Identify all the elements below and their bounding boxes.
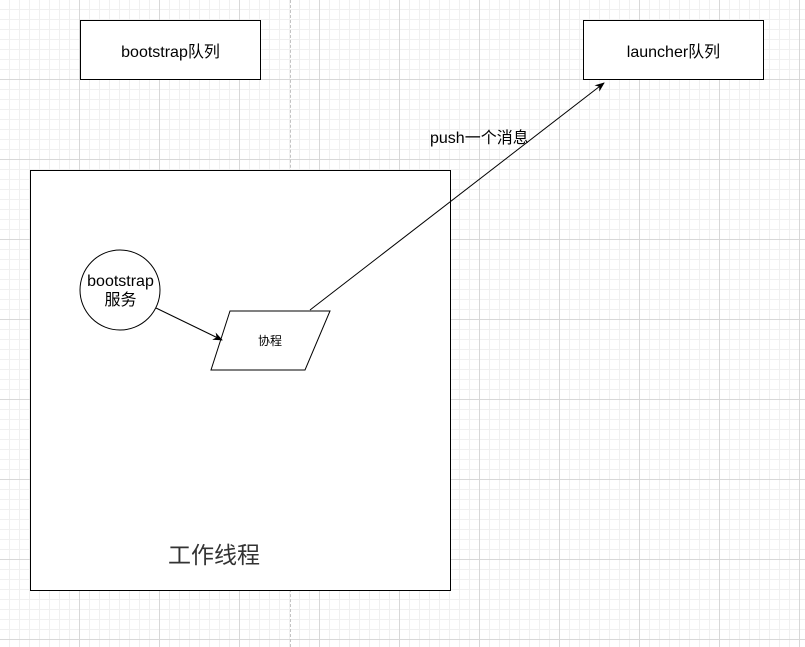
coroutine-label: 协程 — [257, 334, 282, 348]
service-label-line2: 服务 — [104, 291, 137, 309]
push-message-label: push一个消息 — [430, 130, 529, 147]
coroutine-to-launcher-arrow[interactable] — [309, 82, 605, 311]
worker-thread-label: 工作线程 — [168, 542, 260, 568]
bootstrap-service-label: bootstrap 服务 — [80, 250, 161, 331]
service-to-coroutine-arrow[interactable] — [155, 307, 223, 341]
worker-thread-box[interactable] — [30, 170, 451, 591]
coroutine-parallelogram[interactable] — [210, 310, 331, 371]
launcher-queue-label: launcher队列 — [626, 44, 721, 61]
coroutine-label-wrap: 协程 — [220, 311, 320, 370]
bootstrap-queue-box[interactable]: bootstrap队列 — [80, 20, 261, 80]
bootstrap-queue-label: bootstrap队列 — [121, 44, 220, 61]
service-label-line1: bootstrap — [87, 272, 154, 290]
bootstrap-service-circle[interactable] — [79, 249, 161, 331]
launcher-queue-box[interactable]: launcher队列 — [583, 20, 764, 80]
